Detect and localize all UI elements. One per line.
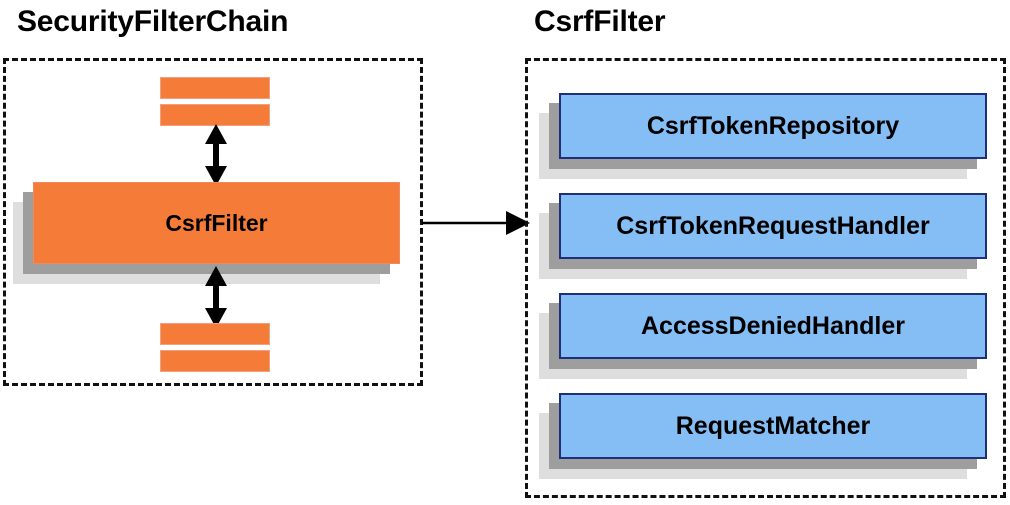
component-box-csrf-token-request-handler[interactable]: CsrfTokenRequestHandler	[539, 193, 987, 279]
panel-connector-arrow	[422, 211, 530, 235]
component-box-label: CsrfTokenRequestHandler	[616, 211, 930, 240]
component-box-face: CsrfTokenRequestHandler	[559, 193, 987, 259]
component-box-csrf-token-repository[interactable]: CsrfTokenRepository	[539, 93, 987, 179]
component-box-face: AccessDeniedHandler	[559, 293, 987, 359]
csrf-filter-group	[525, 58, 1006, 498]
arrow-up-down-top	[205, 124, 227, 186]
component-box-face: RequestMatcher	[559, 393, 987, 459]
component-box-access-denied-handler[interactable]: AccessDeniedHandler	[539, 293, 987, 379]
panel-title-csrf-filter: CsrfFilter	[534, 5, 666, 38]
csrf-filter-box[interactable]: CsrfFilter	[13, 182, 400, 284]
component-box-label: CsrfTokenRepository	[646, 111, 900, 140]
component-box-label: AccessDeniedHandler	[640, 311, 905, 340]
arrow-up-down-bottom	[205, 266, 227, 328]
security-filter-chain-group	[3, 58, 423, 386]
component-box-label: RequestMatcher	[675, 411, 871, 440]
component-box-request-matcher[interactable]: RequestMatcher	[539, 393, 987, 479]
component-box-face: CsrfTokenRepository	[559, 93, 987, 159]
filter-bar-bottom-2	[160, 350, 270, 372]
filter-bar-bottom-1	[160, 323, 270, 345]
csrf-filter-box-face: CsrfFilter	[33, 182, 400, 264]
filter-bar-top-1	[160, 77, 270, 99]
panel-title-security-filter-chain: SecurityFilterChain	[17, 5, 289, 38]
filter-bar-top-2	[160, 104, 270, 126]
csrf-filter-box-label: CsrfFilter	[165, 209, 268, 236]
